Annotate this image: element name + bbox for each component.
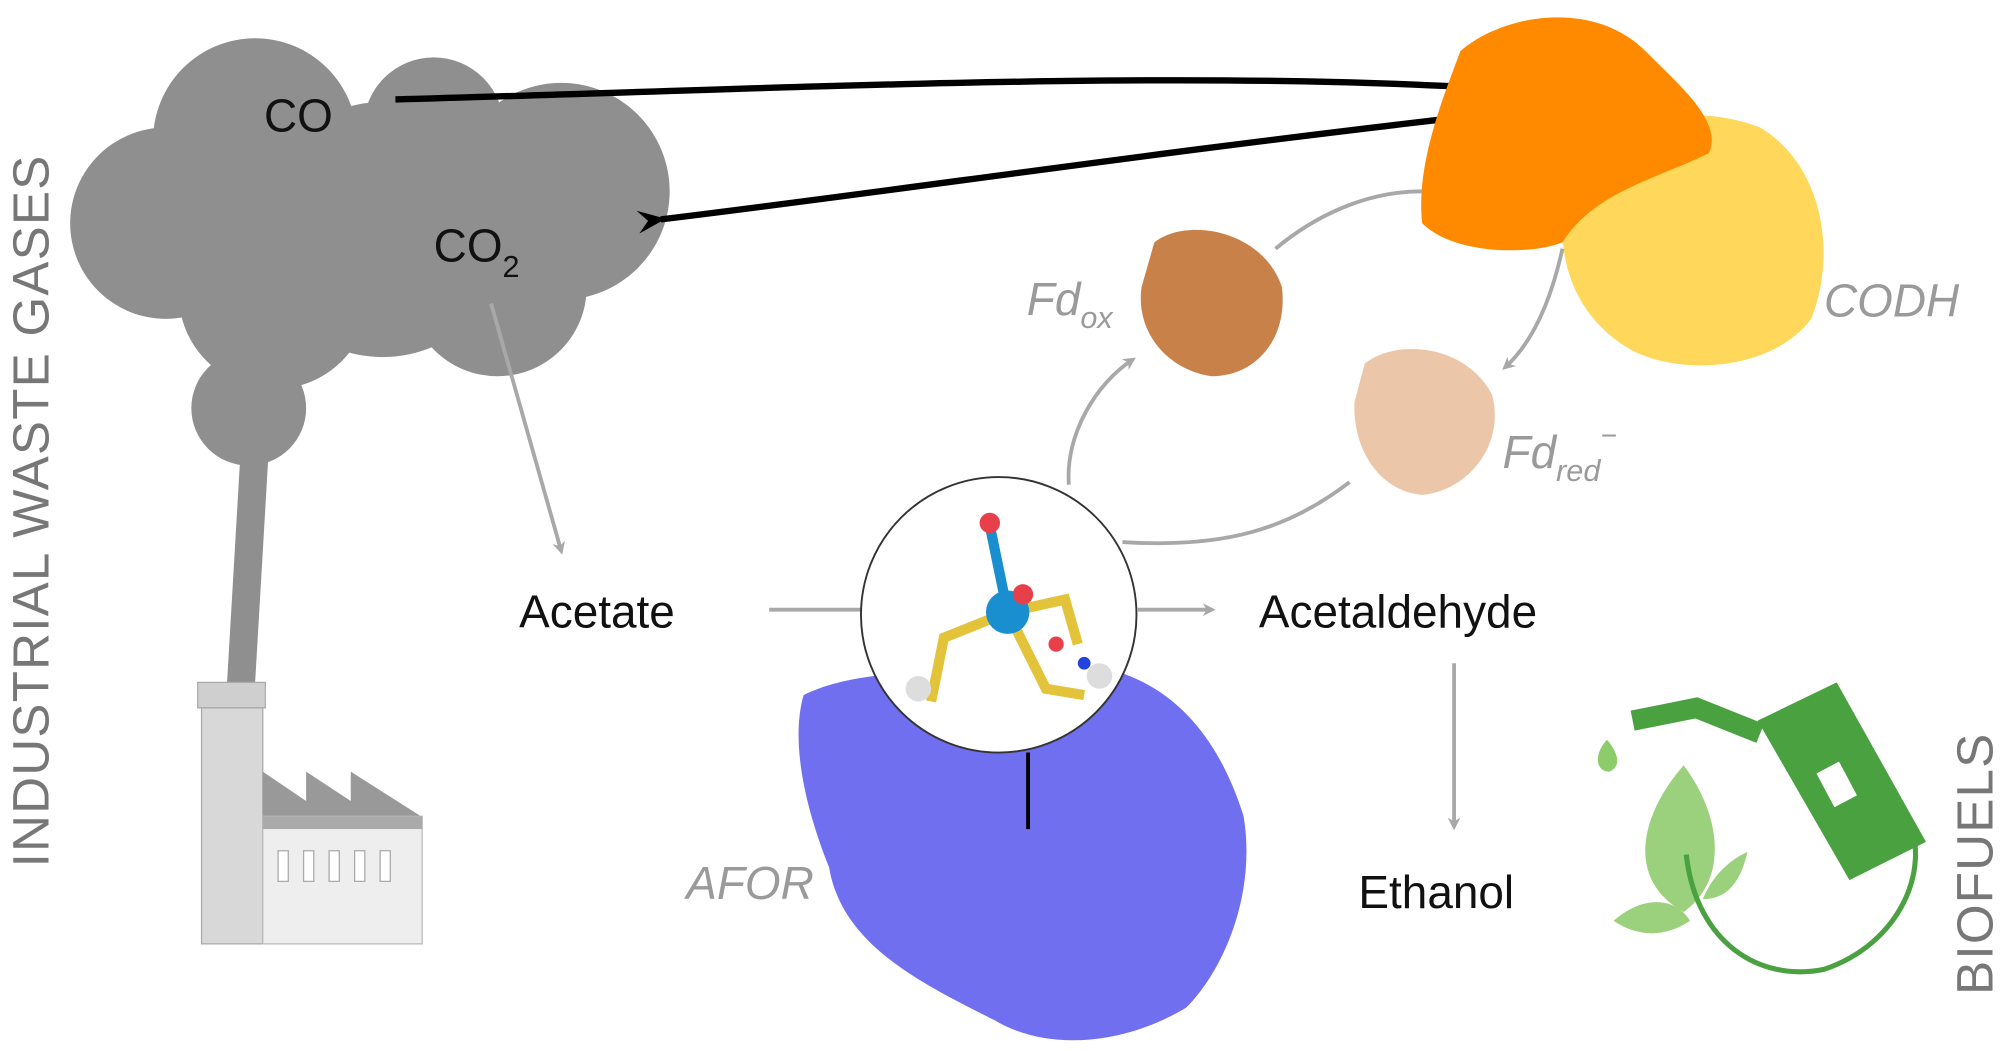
- fd-red-label: Fdred−: [1503, 420, 1617, 488]
- co-label: CO: [264, 89, 333, 141]
- codh-label: CODH: [1824, 274, 1960, 326]
- co2-to-acetate-arrow: [489, 303, 565, 555]
- fdred-to-afor-curve: [1122, 480, 1351, 546]
- fd-ox-protein: [1140, 229, 1283, 377]
- co2-label: CO2: [434, 219, 520, 283]
- codh-to-fdred-arrow: [1502, 248, 1565, 370]
- afor-protein: [798, 663, 1247, 1041]
- fd-ox-label: Fdox: [1027, 273, 1115, 335]
- industrial-waste-gases-label: INDUSTRIAL WASTE GASES: [2, 154, 59, 867]
- waste-gas-cloud: [70, 38, 670, 466]
- afor-label: AFOR: [683, 857, 814, 909]
- acetaldehyde-label: Acetaldehyde: [1259, 586, 1537, 638]
- ethanol-label: Ethanol: [1358, 866, 1514, 918]
- codh-to-co2-arrow: [636, 114, 1461, 234]
- codh-protein: [1421, 17, 1824, 366]
- codh-to-fdox-curve: [1274, 189, 1423, 251]
- active-site-zoom: [860, 476, 1138, 754]
- fd-red-protein: [1354, 348, 1495, 495]
- factory-icon: [197, 420, 423, 945]
- biofuel-pump-icon: [1597, 682, 1927, 975]
- co-to-codh-line: [395, 77, 1461, 103]
- afor-to-fdox-arrow: [1066, 357, 1136, 485]
- acetate-label: Acetate: [519, 586, 675, 638]
- biofuels-label: BIOFUELS: [1946, 732, 2000, 994]
